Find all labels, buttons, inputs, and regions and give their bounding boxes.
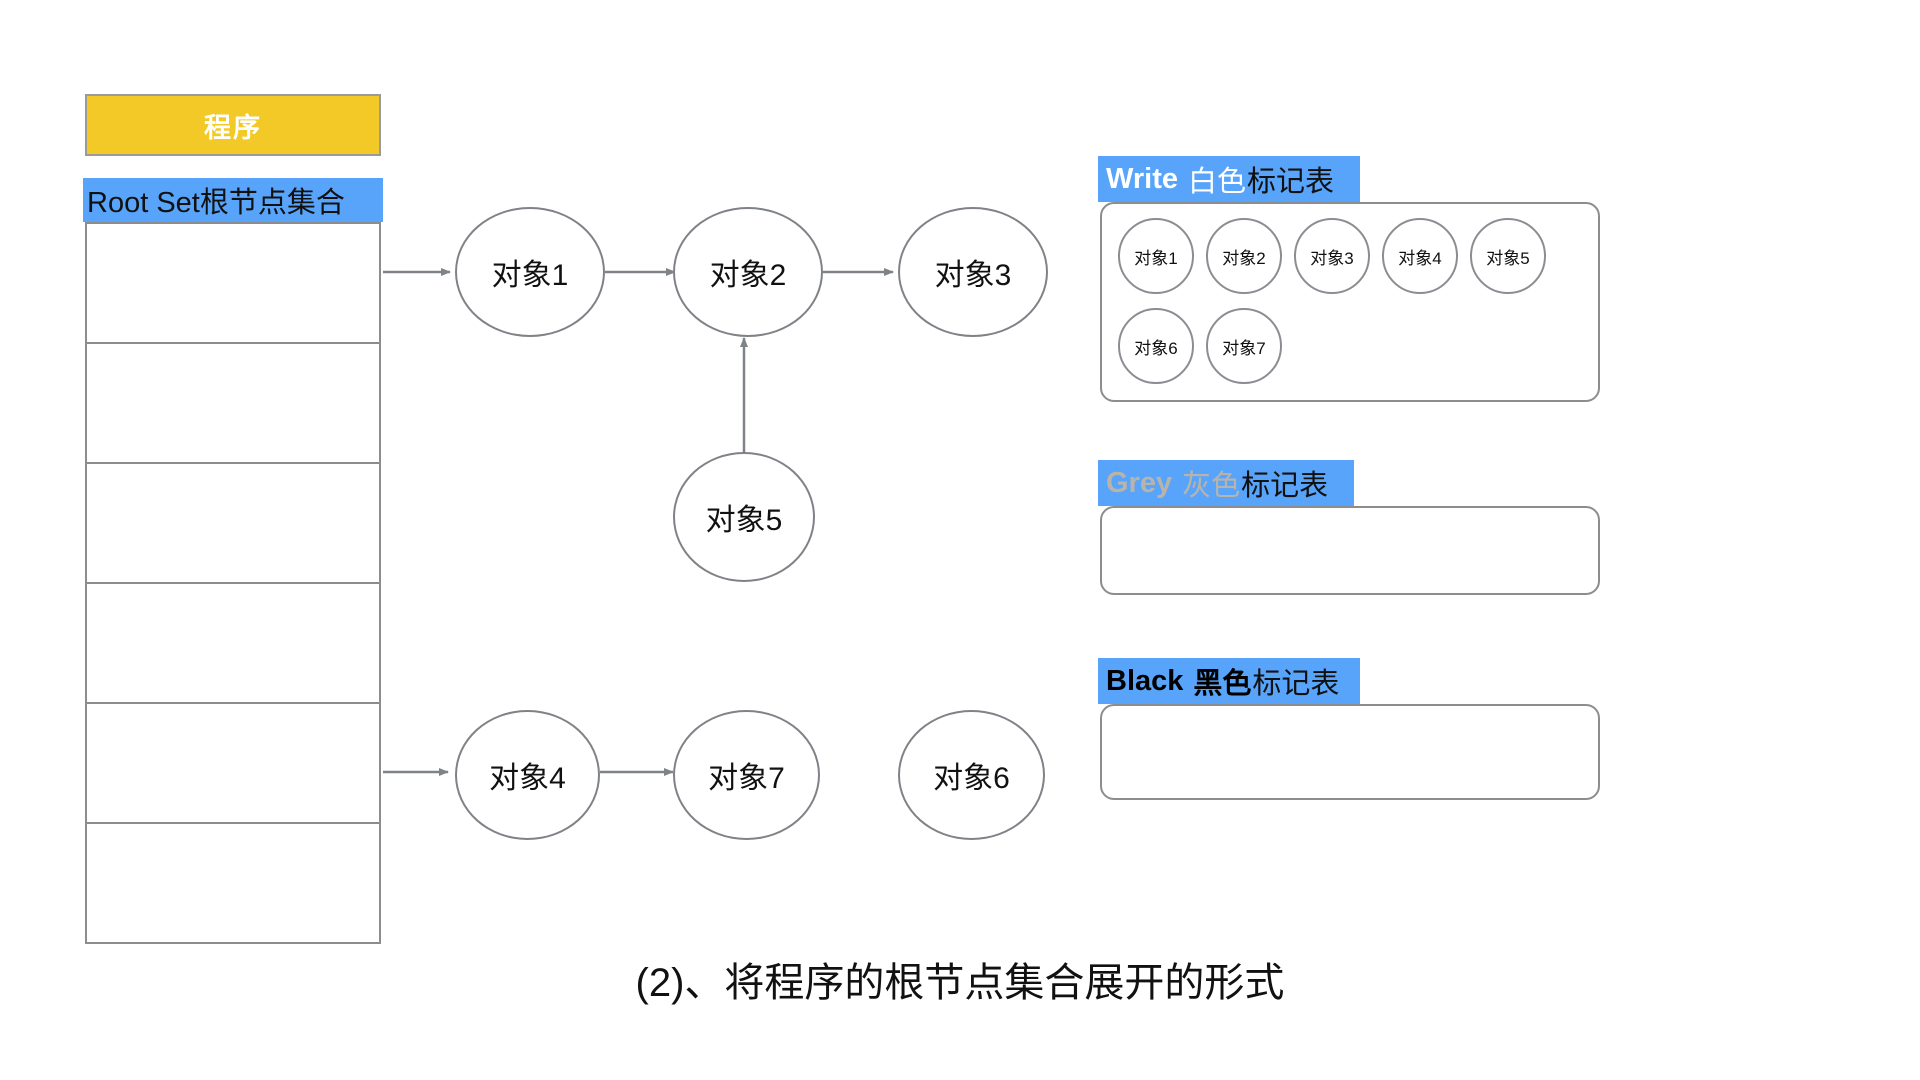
mark-item-label: 对象6 <box>1134 338 1178 358</box>
mark-item-label: 对象2 <box>1222 248 1266 268</box>
graph-node-label: 对象1 <box>491 259 569 292</box>
mark-item-label: 对象4 <box>1398 248 1442 268</box>
root-set-row <box>87 584 379 704</box>
mark-item[interactable]: 对象5 <box>1470 218 1546 294</box>
mark-table-name-cn-colored: 黑色 <box>1193 668 1252 700</box>
graph-node-label: 对象7 <box>708 762 785 795</box>
graph-node-obj2[interactable]: 对象2 <box>673 207 823 337</box>
mark-table-name-cn-rest: 标记表 <box>1241 470 1329 502</box>
mark-item[interactable]: 对象4 <box>1382 218 1458 294</box>
mark-table-name-en: Black <box>1106 664 1184 697</box>
mark-table-box-black <box>1100 704 1600 800</box>
root-set-row <box>87 704 379 824</box>
root-set-row <box>87 464 379 584</box>
mark-table-items-white: 对象1 对象2 对象3 对象4 对象5 对象6 对象7 <box>1100 202 1600 402</box>
root-set-row <box>87 224 379 344</box>
mark-item[interactable]: 对象3 <box>1294 218 1370 294</box>
graph-node-label: 对象4 <box>489 762 566 795</box>
graph-node-obj5[interactable]: 对象5 <box>673 452 815 582</box>
graph-node-obj6[interactable]: 对象6 <box>898 710 1045 840</box>
mark-item[interactable]: 对象1 <box>1118 218 1194 294</box>
mark-table-header-black: Black 黑色标记表 <box>1098 658 1360 704</box>
root-set-row <box>87 824 379 942</box>
mark-table-name-en: Grey <box>1106 466 1173 499</box>
mark-item-label: 对象7 <box>1222 338 1266 358</box>
figure-caption: (2)、将程序的根节点集合展开的形式 <box>635 961 1285 1005</box>
root-set-row <box>87 344 379 464</box>
graph-node-obj4[interactable]: 对象4 <box>455 710 600 840</box>
mark-table-name-cn-colored: 灰色 <box>1182 470 1241 502</box>
graph-node-label: 对象5 <box>705 504 783 537</box>
graph-node-obj7[interactable]: 对象7 <box>673 710 820 840</box>
graph-node-label: 对象6 <box>933 762 1010 795</box>
mark-item-label: 对象5 <box>1486 248 1530 268</box>
mark-table-name-en: Write <box>1106 162 1178 195</box>
root-set-table <box>85 222 381 944</box>
mark-table-header-grey: Grey 灰色标记表 <box>1098 460 1354 506</box>
program-header: 程序 <box>85 94 381 156</box>
mark-table-name-cn-colored: 白色 <box>1187 166 1246 198</box>
mark-item[interactable]: 对象2 <box>1206 218 1282 294</box>
mark-item-label: 对象1 <box>1134 248 1178 268</box>
root-set-bar: Root Set根节点集合 <box>83 178 383 222</box>
program-header-label: 程序 <box>204 112 262 143</box>
graph-node-obj3[interactable]: 对象3 <box>898 207 1048 337</box>
mark-table-name-cn-rest: 标记表 <box>1252 668 1340 700</box>
mark-item-label: 对象3 <box>1310 248 1354 268</box>
mark-table-header-white: Write 白色标记表 <box>1098 156 1360 202</box>
root-set-label: Root Set根节点集合 <box>87 187 345 219</box>
graph-node-label: 对象2 <box>709 259 787 292</box>
mark-table-box-grey <box>1100 506 1600 595</box>
graph-node-obj1[interactable]: 对象1 <box>455 207 605 337</box>
mark-table-name-cn-rest: 标记表 <box>1247 166 1335 198</box>
graph-node-label: 对象3 <box>934 259 1012 292</box>
mark-item[interactable]: 对象6 <box>1118 308 1194 384</box>
mark-item[interactable]: 对象7 <box>1206 308 1282 384</box>
